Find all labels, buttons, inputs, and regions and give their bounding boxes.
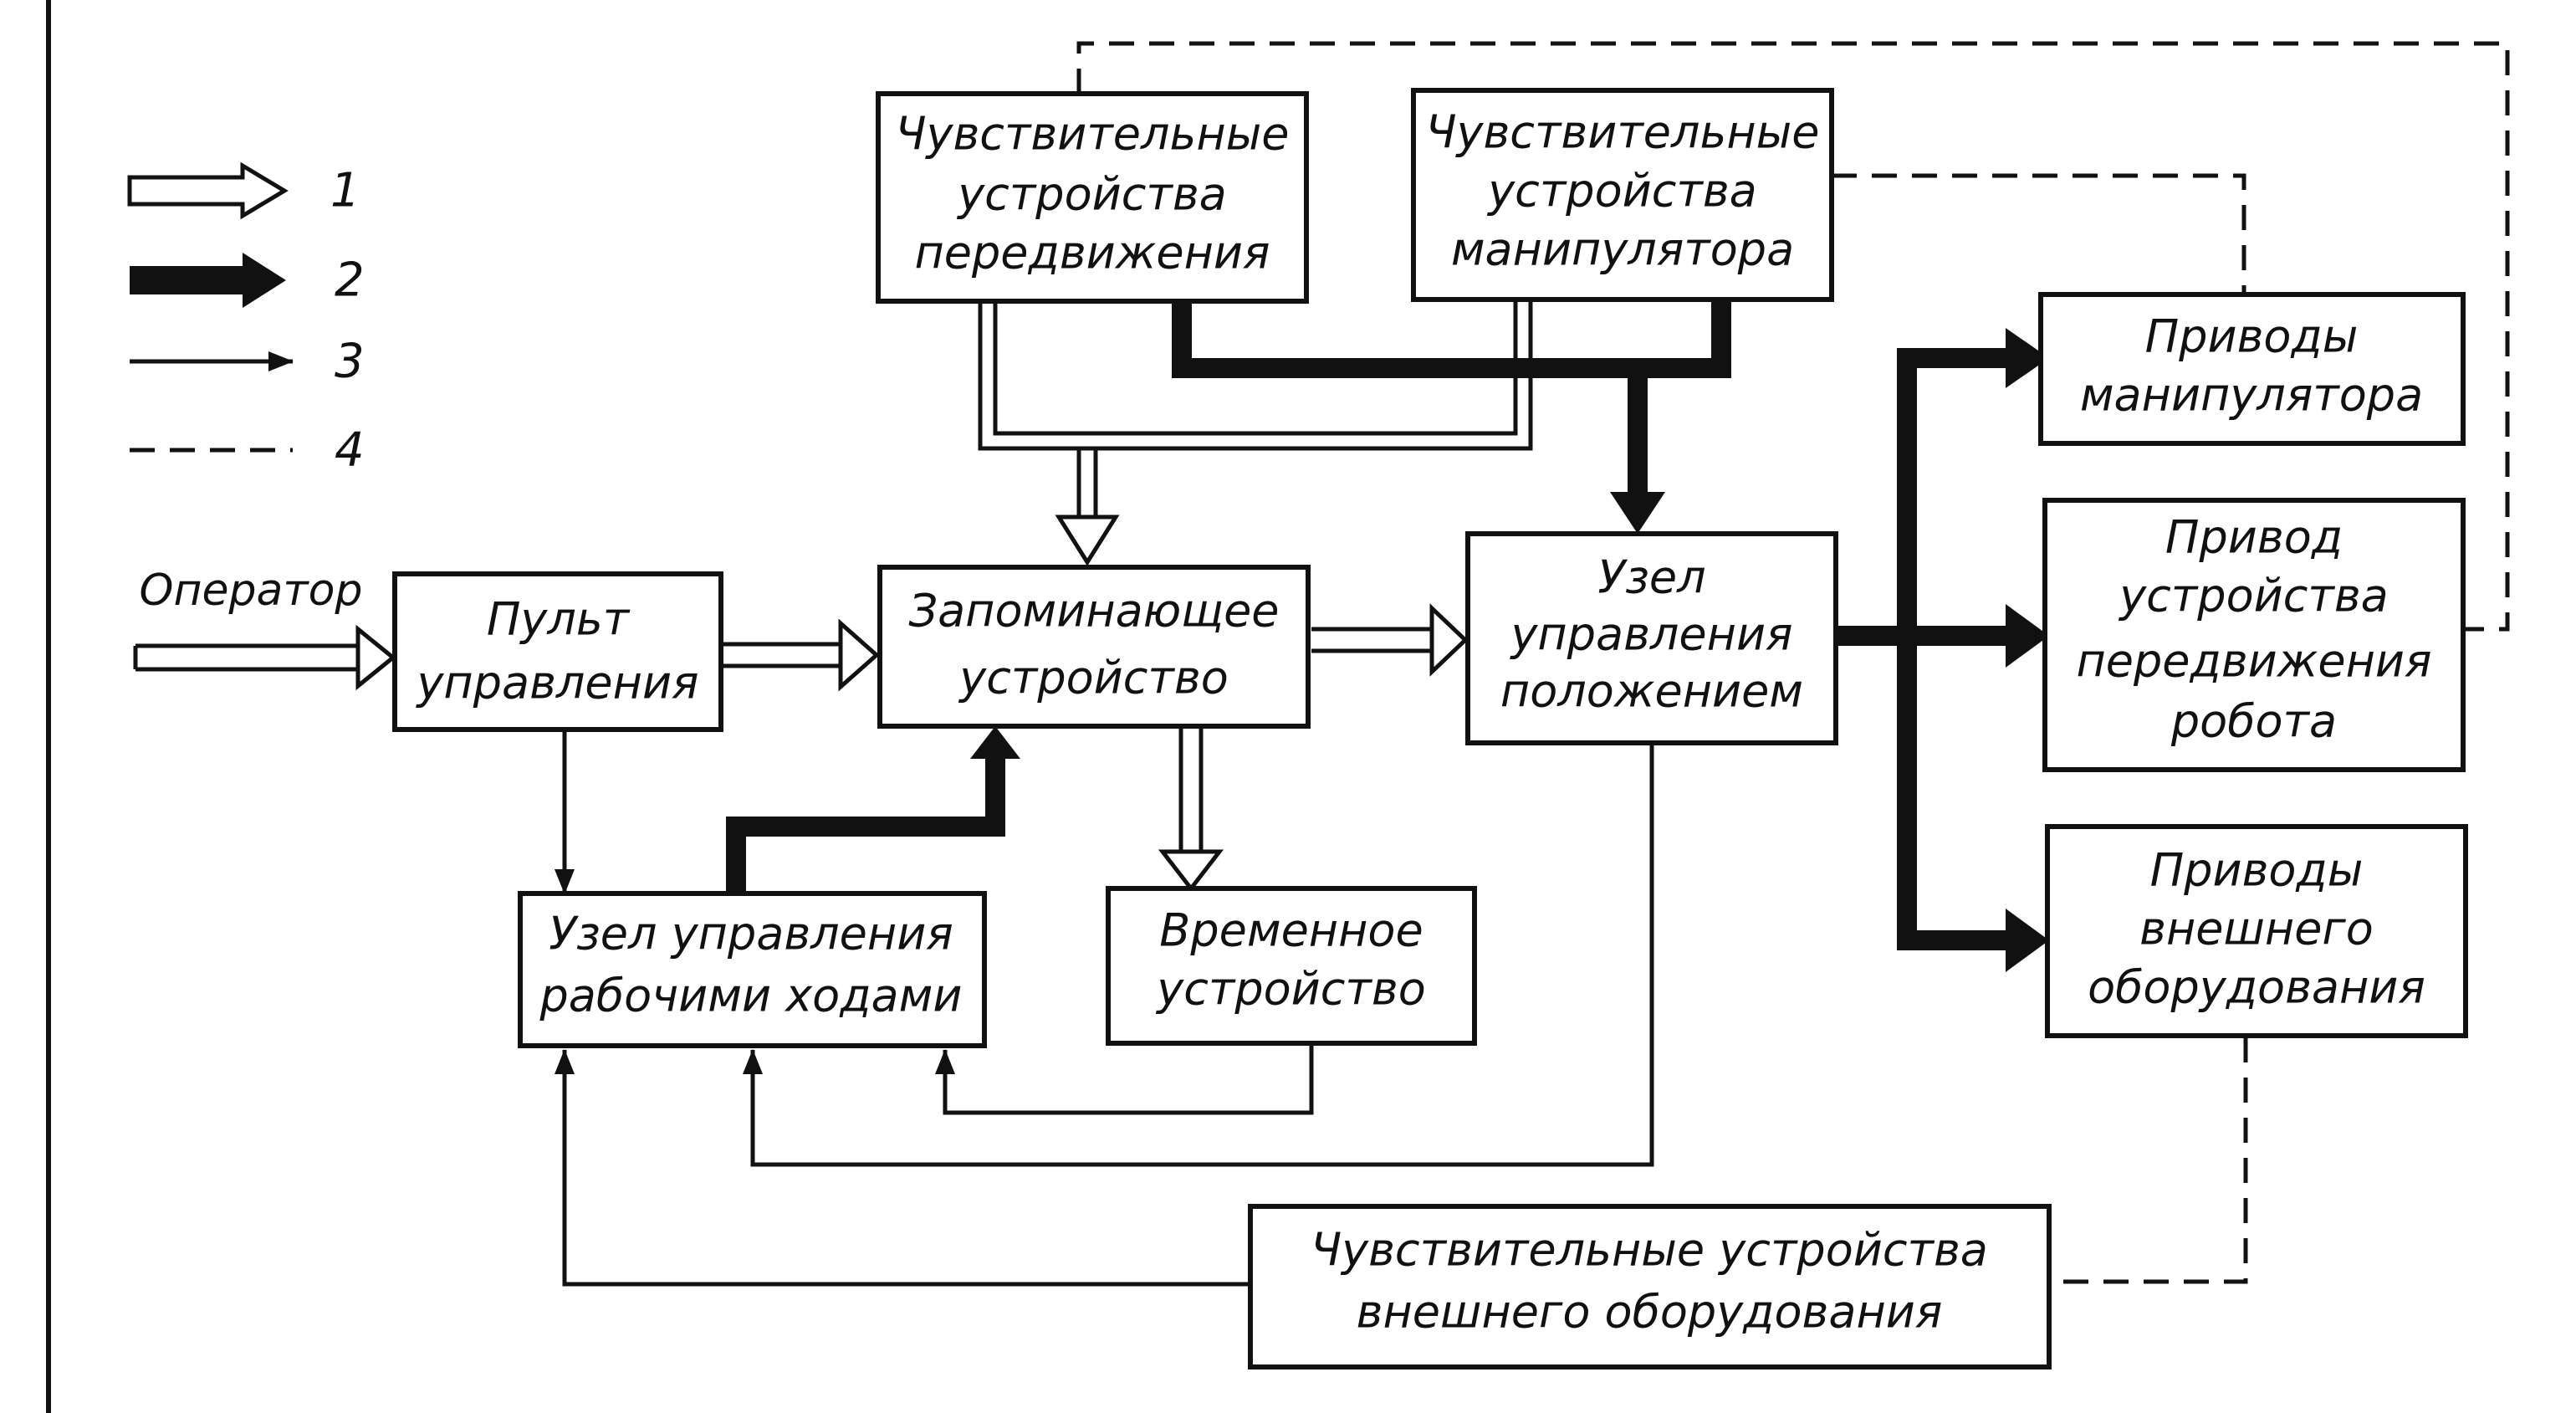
svg-text:передвижения: передвижения [2076,635,2431,688]
node-drives-external: Приводы внешнего оборудования [2045,824,2468,1038]
legend-item-dashed-line: 4 [130,423,365,478]
svg-text:Чувствительные: Чувствительные [895,108,1289,161]
svg-text:робота: робота [2170,695,2337,748]
svg-text:положением: положением [1500,665,1803,718]
node-work-stroke-control: Узел управления рабочими ходами [518,891,987,1048]
legend: 1 2 3 4 [127,161,365,478]
legend-item-thin-arrow: 3 [130,335,365,389]
node-memory: Запоминающее устройство [877,565,1311,729]
svg-text:Приводы: Приводы [2150,844,2364,897]
svg-text:устройство: устройство [1155,963,1426,1016]
thick-connections [726,301,2049,972]
svg-text:передвижения: передвижения [914,227,1270,279]
svg-text:Временное: Временное [1159,904,1423,957]
svg-text:Чувствительные устройства: Чувствительные устройства [1311,1224,1988,1277]
svg-text:Пульт: Пульт [487,593,631,646]
svg-text:внешнего оборудования: внешнего оборудования [1357,1286,1943,1339]
dashed-connections [1076,41,2510,1284]
node-drives-manipulator: Приводы манипулятора [2038,292,2466,446]
svg-text:манипулятора: манипулятора [2080,369,2423,422]
svg-text:управления: управления [415,657,698,709]
svg-text:Привод: Привод [2165,511,2343,564]
svg-text:оборудования: оборудования [2088,961,2425,1014]
legend-number-1: 1 [330,164,360,218]
legend-number-2: 2 [335,253,365,308]
operator-label: Оператор [140,566,363,616]
node-sensors-movement: Чувствительные устройства передвижения [876,91,1309,304]
svg-text:управления: управления [1509,608,1792,661]
svg-text:Узел управления: Узел управления [549,908,953,960]
node-sensors-manipulator: Чувствительные устройства манипулятора [1411,88,1834,302]
node-drive-movement: Привод устройства передвижения робота [2042,498,2466,772]
legend-item-hollow-arrow: 1 [127,161,360,220]
legend-number-3: 3 [335,335,365,389]
node-timer-device: Временное устройство [1106,886,1477,1046]
node-position-control: Узел управления положением [1465,531,1838,745]
svg-text:Запоминающее: Запоминающее [908,585,1279,637]
svg-text:устройство: устройство [958,652,1229,704]
thin-connections [555,730,1654,1287]
svg-text:устройства: устройства [1486,165,1757,218]
node-sensors-external: Чувствительные устройства внешнего обору… [1248,1204,2052,1369]
hollow-connections [133,301,1533,893]
svg-text:Чувствительные: Чувствительные [1425,106,1819,159]
legend-item-thick-arrow: 2 [130,253,365,308]
node-control-panel: Пульт управления [392,571,723,732]
svg-text:устройства: устройства [956,168,1227,221]
svg-text:внешнего: внешнего [2139,903,2374,955]
legend-number-4: 4 [335,423,365,478]
svg-text:Узел: Узел [1597,551,1705,604]
svg-text:устройства: устройства [2118,570,2389,622]
svg-text:манипулятора: манипулятора [1451,223,1794,276]
svg-text:рабочими ходами: рабочими ходами [539,970,963,1022]
svg-text:Приводы: Приводы [2145,310,2359,363]
